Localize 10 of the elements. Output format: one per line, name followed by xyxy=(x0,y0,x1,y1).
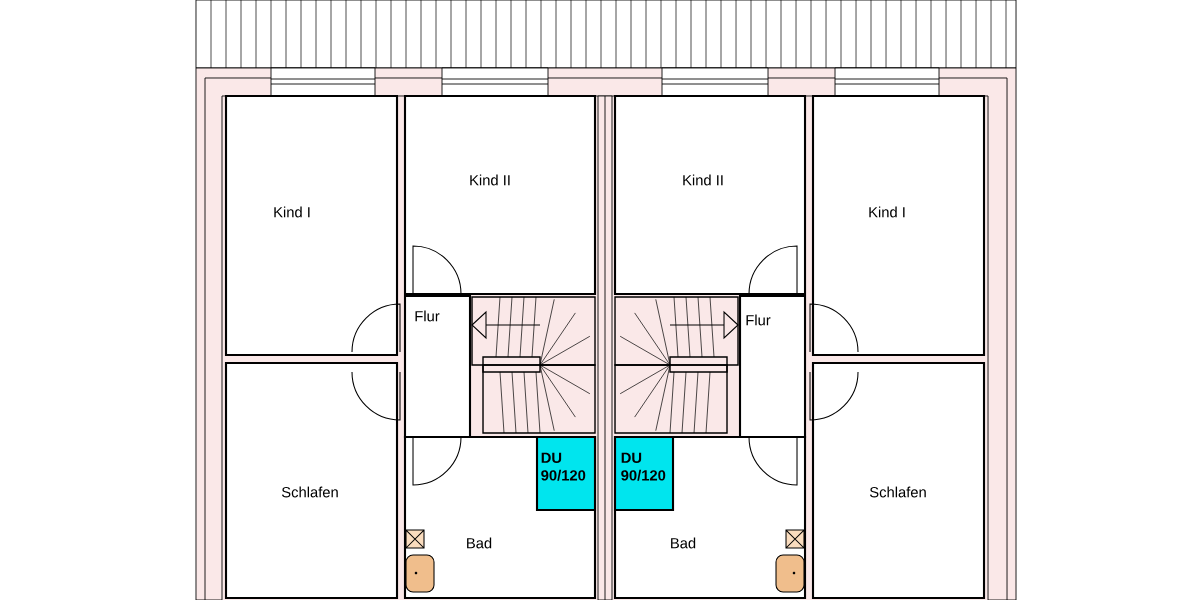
room: Schlafen xyxy=(224,361,399,600)
room: Kind II xyxy=(613,94,807,296)
room: Flur xyxy=(738,294,807,439)
room: Kind I xyxy=(224,94,399,357)
room: Flur xyxy=(403,294,472,439)
room: Kind II xyxy=(403,94,597,296)
shower-area: DU 90/120 xyxy=(535,435,597,512)
room: Schlafen xyxy=(811,361,986,600)
room: Kind I xyxy=(811,94,986,357)
shower-area: DU 90/120 xyxy=(613,435,675,512)
